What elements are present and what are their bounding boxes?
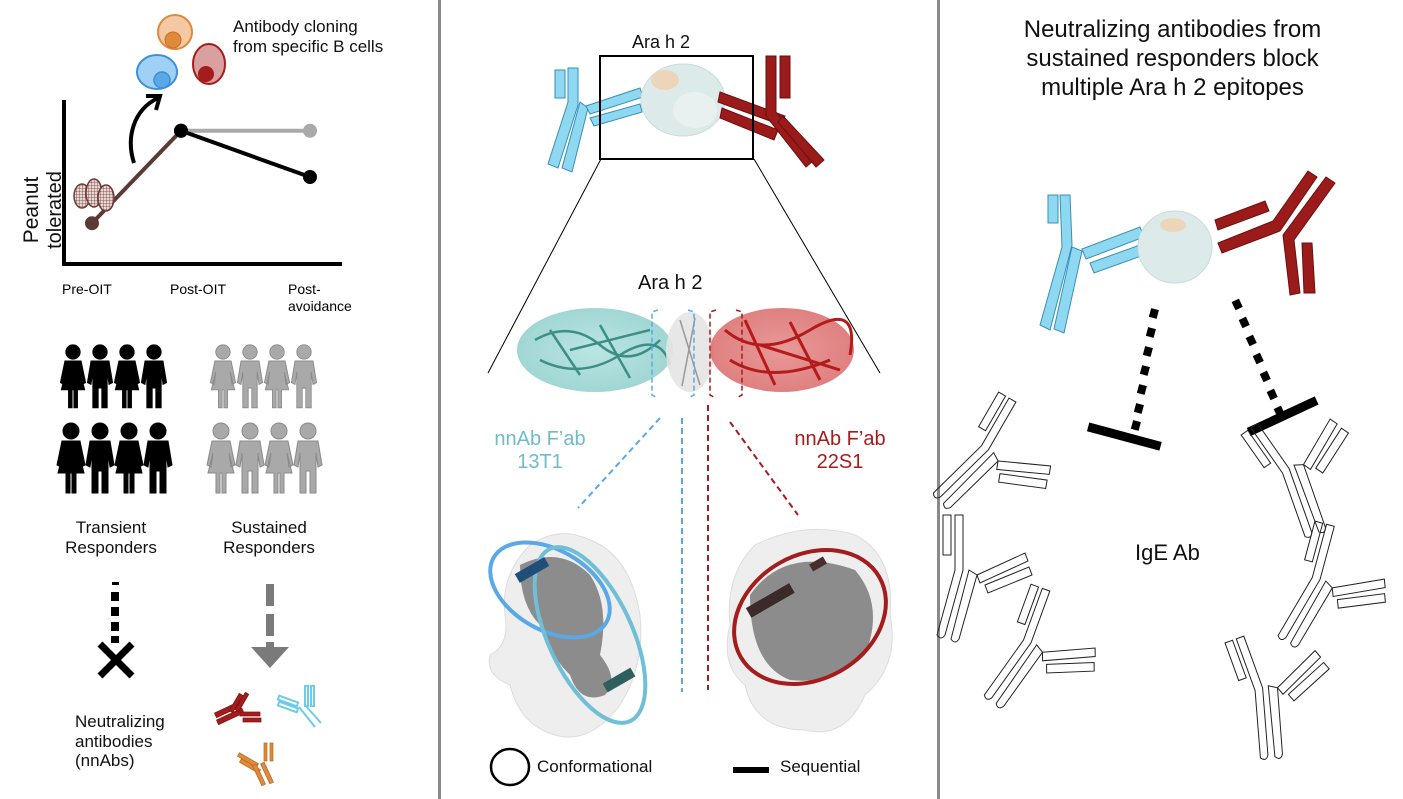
- zoom-projection-lines: [487, 158, 881, 374]
- conformational-epitope-blue: [488, 540, 612, 640]
- panel-divider-left: [438, 0, 441, 799]
- person-male-icon: [85, 422, 115, 494]
- ara-h2-middle-label: Ara h 2: [638, 272, 703, 294]
- person-female-icon: [209, 344, 237, 409]
- antibody-red-icon: [717, 55, 825, 168]
- sequential-epitope-dark-teal: [602, 667, 636, 693]
- panel-divider-right: [937, 0, 940, 799]
- conformational-epitope-red: [732, 548, 888, 686]
- antibody-blue-small-icon: [276, 685, 322, 728]
- x-tick-label: Pre-OIT: [62, 281, 112, 297]
- inhibition-bar-right: [1246, 396, 1319, 437]
- curved-arrow-icon: [128, 94, 163, 164]
- x-tick-label: avoidance: [288, 298, 352, 314]
- b-cell-blue-nucleus: [153, 71, 171, 89]
- nnab-ara-h2-complex: [1039, 170, 1336, 334]
- ige-antibody-icon: [1240, 418, 1350, 538]
- conformational-epitope-teal: [532, 545, 648, 725]
- person-male-icon: [290, 344, 318, 409]
- sustained-responders-label: Sustained Responders: [223, 518, 315, 557]
- sequential-epitope-dark-red-long: [745, 583, 795, 618]
- fab-22s1-label: nnAb F’ab 22S1: [794, 428, 886, 473]
- dashed-down-arrow-icon: [251, 584, 289, 668]
- sequential-epitope-dark-blue: [514, 557, 550, 583]
- person-female-icon: [264, 422, 294, 494]
- nnabs-label: Neutralizing antibodies (nnAbs): [75, 712, 165, 771]
- cloning-label: Antibody cloning from specific B cells: [233, 17, 384, 56]
- ara-h2-surface-22s1-epitopes: [726, 528, 893, 733]
- ara-h2-top-label: Ara h 2: [632, 32, 691, 52]
- person-male-icon: [143, 422, 173, 494]
- series-line-2: [180, 128, 311, 179]
- b-cell-red-nucleus: [198, 66, 214, 82]
- person-male-icon: [236, 344, 264, 409]
- sequential-epitope-dark-red-short: [809, 556, 827, 572]
- ige-antibody-icon: [936, 514, 1033, 643]
- x-tick-label: Post-: [288, 281, 321, 297]
- ige-antibody-icon: [1277, 520, 1386, 648]
- person-female-icon: [59, 344, 87, 409]
- legend-conformational-label: Conformational: [537, 757, 653, 776]
- antibody-blue-icon: [1039, 194, 1145, 334]
- antibody-red-icon: [1214, 170, 1336, 296]
- zoom-box: [599, 55, 754, 160]
- person-female-icon: [114, 422, 144, 494]
- legend-sequential-icon: [733, 767, 769, 773]
- person-female-icon: [113, 344, 141, 409]
- oit-line-chart: Pre-OIT Post-OIT Post-avoidance: [62, 100, 352, 314]
- person-male-icon: [140, 344, 168, 409]
- antibody-red-small-icon: [214, 691, 262, 726]
- cross-x-icon: [97, 641, 135, 679]
- ige-antibody-icon: [983, 583, 1096, 709]
- ara-h2-center-structure: [666, 312, 714, 392]
- fab-13t1-structure: [517, 308, 673, 392]
- ara-h2-protein-icon: [1137, 210, 1213, 284]
- fab-22s1-structure: [710, 308, 854, 392]
- ara-h2-antibody-complex: [547, 55, 825, 173]
- x-tick-label: Post-OIT: [170, 281, 226, 297]
- person-female-icon: [206, 422, 236, 494]
- fab-13t1-label: nnAb F’ab 13T1: [494, 428, 586, 473]
- ara-h2-surface-13t1-epitopes: [488, 533, 648, 738]
- ara-h2-protein-icon: [640, 63, 726, 137]
- person-male-icon: [235, 422, 265, 494]
- antibody-orange-small-icon: [236, 742, 274, 787]
- person-female-icon: [56, 422, 86, 494]
- ige-antibody-icon: [932, 391, 1052, 509]
- blocked-dotted-arrow: [111, 582, 119, 643]
- legend-sequential-label: Sequential: [780, 757, 861, 776]
- peanut-icon: [73, 178, 115, 212]
- transient-responders-people-icon: [56, 344, 173, 494]
- blocking-inhibition-lines: [1086, 298, 1319, 451]
- inhibition-bar-left: [1086, 422, 1162, 451]
- person-female-icon: [263, 344, 291, 409]
- data-point: [85, 216, 99, 231]
- b-cells-icon: [136, 14, 226, 90]
- transient-responders-label: Transient Responders: [65, 518, 157, 557]
- panel3-title: Neutralizing antibodies from sustained r…: [1023, 16, 1322, 101]
- fab-ara-h2-crystal-structure: [517, 308, 854, 399]
- data-point: [303, 123, 317, 138]
- person-male-icon: [293, 422, 323, 494]
- ige-ab-label: IgE Ab: [1135, 540, 1200, 565]
- ige-antibody-icon: [1224, 635, 1330, 760]
- data-point: [303, 170, 317, 184]
- person-male-icon: [86, 344, 114, 409]
- sustained-responders-people-icon: [206, 344, 323, 494]
- legend-conformational-icon: [489, 747, 531, 787]
- epitope-guide-lines: [577, 405, 799, 692]
- ige-antibodies-group: [932, 391, 1386, 760]
- b-cell-orange-nucleus: [164, 31, 182, 49]
- data-point: [174, 123, 188, 138]
